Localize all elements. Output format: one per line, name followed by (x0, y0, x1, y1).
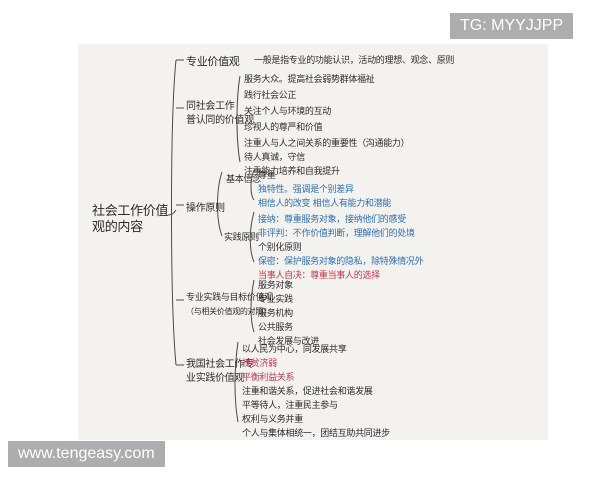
basic-beliefs-label: 基本信念 (226, 175, 261, 185)
branch-operating-principles-label: 操作原则 (186, 203, 225, 214)
practice-principle-item: 个别化原则 (258, 243, 302, 253)
branch-china-practice-values-label: 我国社会工作专 业实践价值观 (186, 358, 254, 386)
china-value-item: 扶贫济弱 (242, 359, 277, 369)
common-value-item: 待人真诚，守信 (244, 153, 305, 163)
basic-belief-item: 尊重 (258, 171, 276, 181)
practice-goal-item: 公共服务 (258, 323, 293, 333)
practice-principle-item: 保密：保护服务对象的隐私，除特殊情况外 (258, 257, 424, 267)
basic-belief-item: 独特性。强调是个别差异 (258, 185, 354, 195)
china-value-item: 个人与集体相统一，团结互助共同进步 (242, 429, 390, 439)
branch-practice-goal-values-label: 专业实践与目标价值观 （与相关价值观的对照） (186, 292, 273, 318)
practice-goal-item: 社会发展与改进 (258, 337, 319, 347)
practice-principles-label: 实践原则 (224, 233, 259, 243)
branch-professional-values-detail: 一般是指专业的功能认识，活动的理想、观念、原则 (254, 56, 455, 66)
branch-professional-values-label: 专业价值观 (186, 55, 240, 68)
branch-practice-goal-values-label-line-2: （与相关价值观的对照） (186, 307, 271, 316)
basic-belief-item: 相信人的改变 相信人有能力和潜能 (258, 199, 392, 209)
telegram-watermark: TG: MYYJJPP (450, 13, 574, 39)
common-value-item: 珍视人的尊严和价值 (244, 123, 323, 133)
practice-principle-item: 接纳：尊重服务对象，接纳他们的感受 (258, 215, 406, 225)
common-value-item: 服务大众。提高社会弱势群体福祉 (244, 72, 375, 85)
central-topic-line-2: 观的内容 (92, 220, 143, 235)
common-value-item: 践行社会公正 (244, 91, 297, 101)
site-watermark: www.tengeasy.com (8, 441, 165, 467)
branch-china-practice-values-label-line-2: 业实践价值观 (186, 373, 245, 384)
central-topic: 社会工作价值 观的内容 (92, 204, 169, 236)
common-value-item-1-part-a: 服务大众。提高社会弱势群体福祉 (244, 75, 375, 85)
practice-goal-item: 专业实践 (258, 295, 293, 305)
china-value-item: 权利与义务并重 (242, 415, 303, 425)
common-value-item: 注重能力培养和自我提升 (244, 167, 340, 177)
branch-practice-goal-values-label-line-1: 专业实践与目标价值观 (186, 293, 274, 303)
common-value-item: 注重人与人之间关系的重要性（沟通能力） (244, 139, 410, 149)
common-value-item: 关注个人与环境的互动 (244, 107, 332, 117)
practice-goal-item: 服务机构 (258, 309, 293, 319)
practice-principle-item: 非评判：不作价值判断，理解他们的处境 (258, 229, 415, 239)
practice-principle-item: 当事人自决：尊重当事人的选择 (258, 271, 380, 281)
china-value-item: 平等待人，注重民主参与 (242, 401, 338, 411)
china-value-item: 注重和谐关系，促进社会和谐发展 (242, 387, 373, 397)
practice-goal-item: 服务对象 (258, 281, 293, 291)
central-topic-line-1: 社会工作价值 (92, 204, 169, 219)
china-value-item: 以人民为中心，同发展共享 (242, 345, 347, 355)
branch-china-practice-values-label-line-1: 我国社会工作专 (186, 359, 254, 370)
branch-common-values-label-line-2: 普认同的价值观 (186, 115, 254, 126)
china-value-item: 平衡利益关系 (242, 373, 295, 383)
branch-common-values-label-line-1: 同社会工作 (186, 101, 235, 112)
mindmap-paper (78, 44, 548, 440)
branch-common-values-label: 同社会工作 普认同的价值观 (186, 100, 254, 128)
